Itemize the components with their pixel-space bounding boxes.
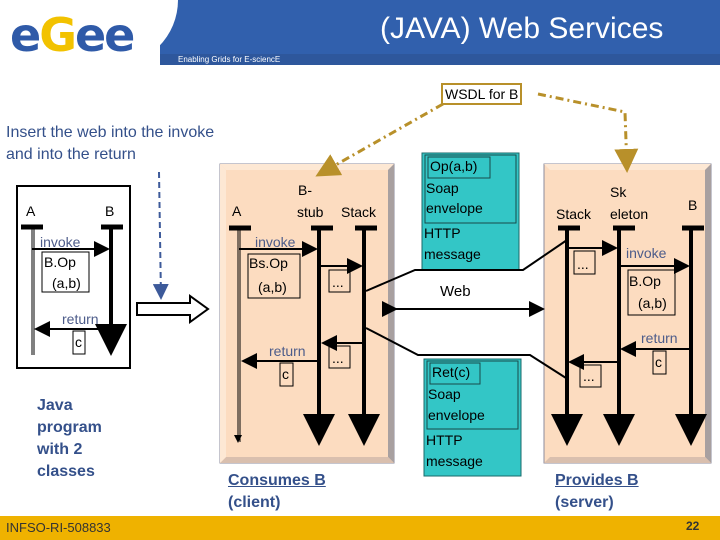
- request-http-2: message: [424, 246, 481, 262]
- server-caption-sub: (server): [555, 494, 614, 511]
- instruction-text: Insert the web into the invoke and into …: [6, 122, 214, 166]
- transform-arrow: [136, 294, 210, 324]
- instruction-line-2: and into the return: [6, 146, 136, 163]
- header-bar: [160, 0, 720, 54]
- client-return-value: c: [282, 366, 289, 382]
- java-program-diagram: [16, 185, 131, 369]
- header-strip: [160, 54, 720, 65]
- response-payload: Ret(c): [432, 364, 471, 380]
- java-return-label: return: [62, 311, 99, 327]
- server-skeleton-label-1: Sk: [610, 184, 627, 200]
- call-box: [41, 251, 90, 293]
- server-diagram: [543, 163, 712, 464]
- request-path: [365, 239, 568, 292]
- client-call-args: (a,b): [258, 279, 287, 295]
- footer-bar: [0, 516, 720, 540]
- client-invoke-label: invoke: [255, 234, 296, 250]
- response-http-box: [423, 358, 522, 477]
- response-soap-1: Soap: [428, 386, 461, 402]
- server-call-name: B.Op: [629, 273, 661, 289]
- tagline: Enabling Grids for E-sciencE: [178, 55, 281, 64]
- request-http-box: [421, 152, 520, 271]
- request-soap-2: envelope: [426, 200, 483, 216]
- client-caption-title: Consumes B: [228, 472, 326, 489]
- server-caption: Provides B (server): [555, 470, 639, 514]
- client-caption-sub: (client): [228, 494, 281, 511]
- page-number: 22: [686, 519, 700, 533]
- java-call-name: B.Op: [44, 254, 76, 270]
- server-stack-label: Stack: [556, 206, 592, 222]
- request-soap-1: Soap: [426, 180, 459, 196]
- return-box: [72, 330, 86, 355]
- wsdl-to-stub-arrow: [315, 102, 444, 177]
- wsdl-to-skeleton-arrow: [537, 92, 639, 173]
- logo-area: [0, 0, 178, 66]
- footer-project-id: INFSO-RI-508833: [6, 520, 111, 535]
- java-call-args: (a,b): [52, 275, 81, 291]
- instruction-line-1: Insert the web into the invoke: [6, 124, 215, 141]
- response-path: [365, 327, 567, 379]
- java-return-value: c: [75, 334, 82, 350]
- client-ellipsis-1: ...: [332, 274, 344, 290]
- client-call-name: Bs.Op: [249, 255, 288, 271]
- java-actor-a: A: [26, 203, 36, 219]
- client-actor-a: A: [232, 203, 242, 219]
- client-stack-label: Stack: [341, 204, 377, 220]
- web-label: Web: [440, 283, 471, 300]
- server-invoke-label: invoke: [626, 245, 667, 261]
- server-return-value: c: [655, 354, 662, 370]
- client-stub-label-1: B-: [298, 182, 312, 198]
- request-payload: Op(a,b): [430, 158, 478, 174]
- server-ellipsis-1: ...: [577, 256, 589, 272]
- server-caption-title: Provides B: [555, 472, 639, 489]
- client-stub-label-2: stub: [297, 204, 324, 220]
- response-http-2: message: [426, 453, 483, 469]
- header: eGee Enabling Grids for E-sciencE (JAVA)…: [0, 0, 720, 66]
- page-title: (JAVA) Web Services: [380, 12, 664, 45]
- java-invoke-label: invoke: [40, 234, 81, 250]
- response-http-1: HTTP: [426, 432, 463, 448]
- java-program-caption: Java program with 2 classes: [37, 397, 102, 480]
- server-skeleton-label-2: eleton: [610, 206, 649, 222]
- client-ellipsis-2: ...: [332, 350, 344, 366]
- request-http-1: HTTP: [424, 225, 461, 241]
- server-actor-b: B: [688, 197, 698, 213]
- wsdl-label: WSDL for B: [441, 83, 523, 105]
- server-call-args: (a,b): [638, 295, 667, 311]
- server-return-label: return: [641, 330, 678, 346]
- client-return-label: return: [269, 343, 306, 359]
- egee-logo: eGee: [10, 8, 135, 62]
- insert-arrow: [152, 171, 169, 300]
- response-soap-2: envelope: [428, 407, 485, 423]
- client-diagram: [219, 163, 395, 464]
- server-ellipsis-2: ...: [583, 368, 595, 384]
- java-actor-b: B: [105, 203, 115, 219]
- client-caption: Consumes B (client): [228, 470, 326, 514]
